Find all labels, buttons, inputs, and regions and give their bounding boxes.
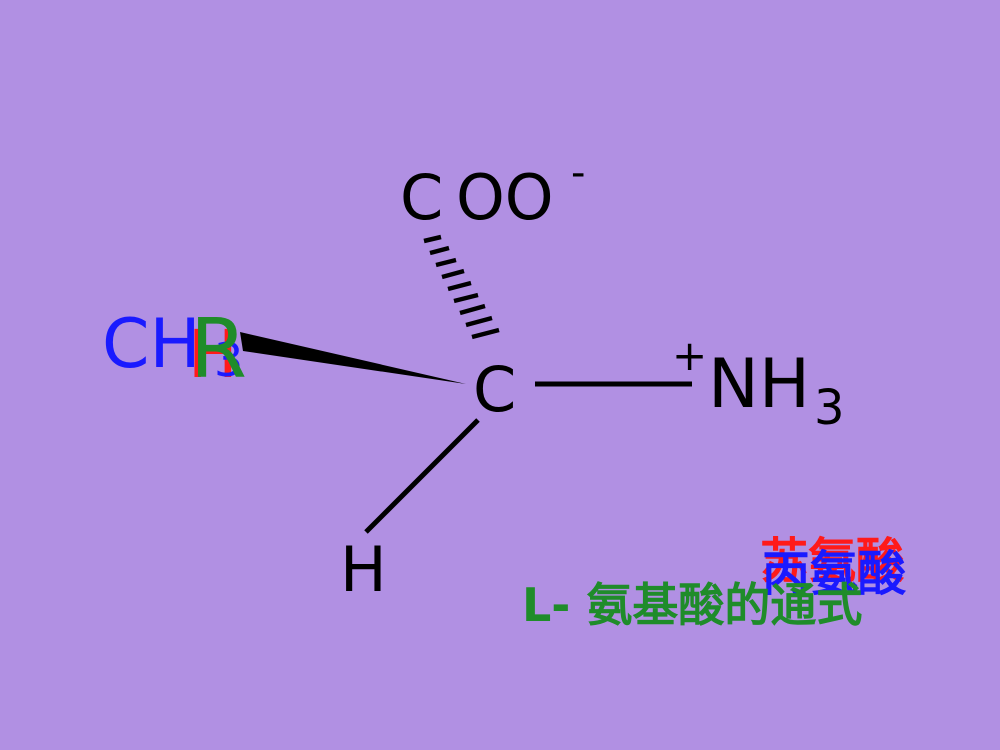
side-chain-r-green: R <box>190 302 247 397</box>
amino-subscript: 3 <box>814 380 845 436</box>
carboxylate-oxygen-label: OO <box>456 161 554 234</box>
side-chain-subscript-blue: 3 <box>214 333 243 387</box>
side-chain-h-red: H <box>188 316 238 393</box>
name-threonine-red: 苏氨酸 <box>760 533 905 589</box>
wedge-bond-to-side-chain <box>240 332 466 384</box>
amino-charge: + <box>672 331 707 380</box>
hashed-bond-to-carboxylate <box>423 234 500 340</box>
hydrogen-label: H <box>340 533 387 606</box>
amino-nh-label: NH <box>708 345 810 424</box>
alpha-carbon-label: C <box>473 353 516 426</box>
carboxylate-charge: - <box>571 150 585 196</box>
carboxylate-carbon-label: C <box>400 161 443 234</box>
side-chain-ch-blue: CH <box>102 305 201 384</box>
bond-to-hydrogen <box>364 418 480 534</box>
name-alanine-blue: 丙氨酸 <box>762 546 907 602</box>
general-formula-caption-green: L- 氨基酸的通式 <box>522 578 862 632</box>
